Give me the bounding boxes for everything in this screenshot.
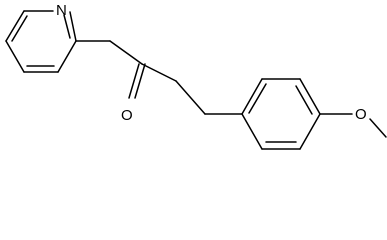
methoxy-bond	[369, 118, 387, 138]
benzene-bond-c1-c2-inner	[248, 83, 267, 114]
chain-bond-carbonyl-ch2	[141, 63, 177, 82]
carbonyl-double-bond-left	[128, 63, 140, 99]
benzene-bond-c3-c4-inner	[295, 85, 313, 115]
molecule-structure: N O O	[5, 2, 387, 150]
pyridine-nitrogen-label: N	[56, 2, 67, 19]
methoxy-oxygen-label: O	[355, 106, 367, 123]
chain-bond-ch2-carbonyl	[109, 40, 143, 65]
benzene-bond-c1-c2	[241, 78, 263, 115]
pyridine-bond-c6-c5	[57, 40, 77, 73]
carbonyl-oxygen-label: O	[121, 107, 133, 124]
pyridine-bond-n-c6	[69, 11, 77, 42]
pyridine-bond-c1-c2-inner	[11, 15, 28, 42]
benzene-bond-c6-c1	[241, 113, 263, 150]
benzene-bond-c4-c5	[299, 113, 321, 150]
carbonyl-double-bond-right	[134, 63, 146, 99]
pyridine-bond-n-c6-inner	[63, 14, 71, 39]
pyridine-bond-c4-c1	[5, 40, 25, 73]
chain-bond-ch2-ch2	[175, 80, 206, 115]
benzene-bond-c3-c4	[299, 78, 321, 115]
molecule-canvas: N O O	[5, 2, 387, 150]
pyridine-bond-c1-c2	[5, 10, 25, 42]
